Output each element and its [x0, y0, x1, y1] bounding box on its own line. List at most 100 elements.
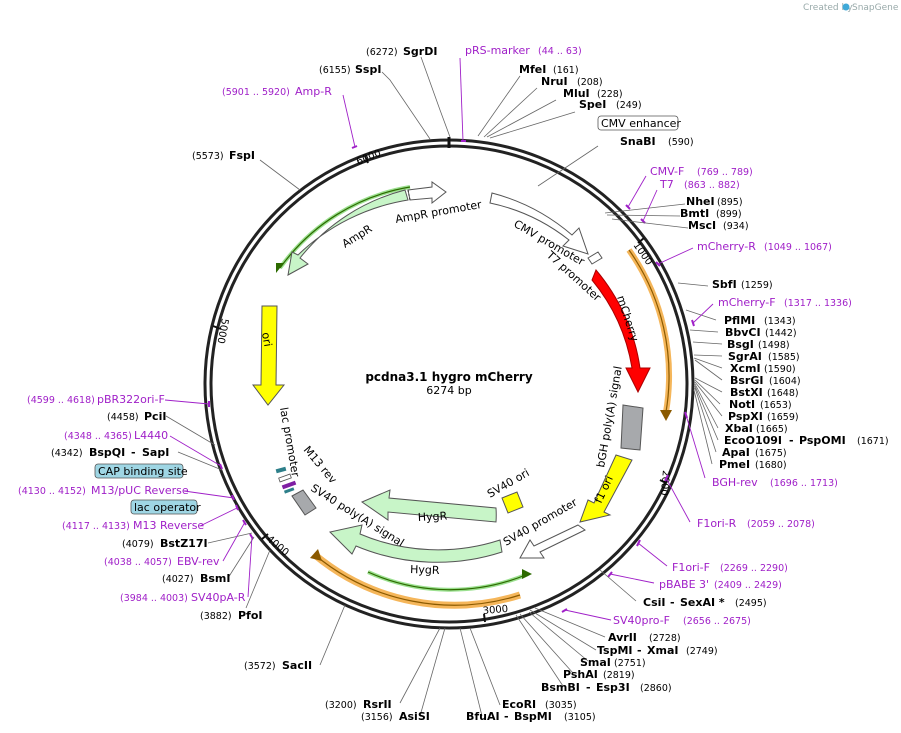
svg-text:BspQI: BspQI: [89, 446, 125, 459]
svg-text:BsrGI: BsrGI: [730, 374, 763, 387]
svg-text:(4027): (4027): [162, 574, 194, 585]
m13rev-label: M13 rev: [301, 444, 340, 487]
ampr-arrow: [287, 189, 409, 276]
enzyme-pmei: PmeI(1680): [719, 458, 787, 471]
enzyme-rsrii: (3200)RsrII: [325, 698, 392, 711]
enzyme-leaders: [165, 56, 723, 717]
enzyme-nrui: NruI (208): [541, 75, 603, 88]
svg-text:NruI: NruI: [541, 75, 568, 88]
svg-text:(3156): (3156): [361, 712, 393, 723]
enzyme-bspqi: (4342)BspQI-SapI: [51, 446, 169, 459]
enzyme-smai: SmaI(2751): [580, 656, 646, 669]
svg-text:Esp3I: Esp3I: [596, 681, 630, 694]
svg-text:(1648): (1648): [767, 388, 799, 399]
svg-text:-: -: [670, 596, 675, 609]
plasmid-name: pcdna3.1 hygro mCherry: [365, 370, 532, 384]
enzyme-apai: ApaI(1675): [722, 446, 787, 459]
svg-text:(4130 .. 4152): (4130 .. 4152): [18, 486, 86, 497]
primer-mcherry-r: mCherry-R(1049 .. 1067): [697, 240, 832, 253]
svg-text:M13 Reverse: M13 Reverse: [133, 519, 204, 532]
primer-leaders: [164, 57, 714, 621]
svg-text:SacII: SacII: [282, 659, 312, 672]
svg-text:SbfI: SbfI: [712, 278, 737, 291]
svg-text:(2819): (2819): [603, 670, 635, 681]
enzyme-sbfi: SbfI(1259): [712, 278, 773, 291]
svg-text:XbaI: XbaI: [725, 422, 753, 435]
enzyme-bfuai: BfuAI-BspMI(3105): [466, 710, 596, 723]
plasmid-length: 6274 bp: [426, 384, 471, 397]
svg-text:(208): (208): [577, 77, 603, 88]
svg-text:(6155): (6155): [319, 65, 351, 76]
svg-text:SexAI *: SexAI *: [680, 596, 725, 609]
ampr-line-arrowhead: [276, 263, 284, 273]
t7-promoter-arrow: [587, 251, 603, 265]
mcherry-outer-line: [628, 249, 670, 413]
enzyme-msci: MscI(934): [688, 219, 749, 232]
ampr-label: AmpR: [340, 222, 375, 251]
primer-sv40pa-r: (3984 .. 4003)SV40pA-R: [120, 591, 246, 604]
primer-f1ori-r: F1ori-R(2059 .. 2078): [697, 517, 815, 530]
enzyme-bstz17i: (4079)BstZ17I: [122, 537, 208, 550]
svg-text:(4348 .. 4365): (4348 .. 4365): [64, 431, 132, 442]
svg-text:SgrAI: SgrAI: [728, 350, 762, 363]
enzyme-nhei: NheI(895): [686, 195, 743, 208]
svg-text:(895): (895): [717, 197, 743, 208]
hygr-inner-label: HygR: [417, 509, 447, 524]
svg-text:BsgI: BsgI: [727, 338, 754, 351]
primer-pbr322ori-f: (4599 .. 4618)pBR322ori-F: [27, 393, 165, 406]
enzyme-sspi: (6155) SspI: [319, 63, 381, 76]
primer-pbabe3: pBABE 3'(2409 .. 2429): [659, 578, 782, 591]
svg-text:SspI: SspI: [355, 63, 381, 76]
svg-text:L4440: L4440: [134, 429, 168, 442]
svg-text:(1442): (1442): [765, 328, 797, 339]
svg-text:(4342): (4342): [51, 448, 83, 459]
svg-text:CAP binding site: CAP binding site: [98, 465, 188, 478]
svg-text:(249): (249): [616, 100, 642, 111]
sv40-promoter-arrow: [519, 524, 586, 559]
enzyme-bsmi: (4027)BsmI: [162, 572, 231, 585]
svg-text:(1671): (1671): [857, 436, 889, 447]
svg-text:(2059 .. 2078): (2059 .. 2078): [747, 519, 815, 530]
enzyme-pspxi: PspXI(1659): [728, 410, 799, 423]
enzyme-noti: NotI(1653): [729, 398, 792, 411]
svg-text:Amp-R: Amp-R: [295, 85, 332, 98]
lac-region: [275, 466, 297, 494]
svg-text:(4038 .. 4057): (4038 .. 4057): [104, 557, 172, 568]
svg-text:(1343): (1343): [764, 316, 796, 327]
svg-text:(1680): (1680): [755, 460, 787, 471]
primer-ebv-rev: (4038 .. 4057)EBV-rev: [104, 555, 220, 568]
enzyme-pfoi: (3882)PfoI: [200, 609, 263, 622]
hygr-outer-label: HygR: [410, 563, 440, 577]
enzyme-snabi: SnaBI(590): [620, 135, 694, 148]
svg-text:BstXI: BstXI: [730, 386, 763, 399]
tick-label-3000: 3000: [482, 604, 508, 617]
enzyme-sgrdi: (6272)SgrDI: [366, 45, 437, 58]
svg-text:(934): (934): [723, 221, 749, 232]
svg-text:PshAI: PshAI: [563, 668, 598, 681]
primer-m13puc-reverse: (4130 .. 4152)M13/pUC Reverse: [18, 484, 189, 497]
bgh-polya-box: [620, 404, 644, 451]
ampr-promoter-arrow: [407, 181, 447, 205]
svg-text:BGH-rev: BGH-rev: [712, 476, 758, 489]
svg-text:(2860): (2860): [640, 683, 672, 694]
enzyme-bsgi: BsgI(1498): [727, 338, 790, 351]
tick-label-6000: 6000: [355, 148, 383, 168]
svg-text:XmaI: XmaI: [647, 644, 678, 657]
ampr-divider: [407, 189, 411, 201]
svg-text:(3572): (3572): [244, 661, 276, 672]
ori-label: ori: [259, 331, 274, 347]
enzyme-bbvci: BbvCI(1442): [725, 326, 797, 339]
mcherry-outer-arrowhead: [660, 410, 672, 421]
svg-text:(4117 .. 4133): (4117 .. 4133): [62, 521, 130, 532]
svg-text:(4599 .. 4618): (4599 .. 4618): [27, 395, 95, 406]
svg-text:CMV enhancer: CMV enhancer: [601, 117, 681, 130]
svg-text:(863 .. 882): (863 .. 882): [684, 180, 740, 191]
primer-amp-r: (5901 .. 5920)Amp-R: [222, 85, 332, 98]
svg-text:ApaI: ApaI: [722, 446, 750, 459]
hygr-inner-arrow: [360, 489, 497, 523]
svg-text:(1696 .. 1713): (1696 .. 1713): [770, 478, 838, 489]
svg-text:BfuAI: BfuAI: [466, 710, 500, 723]
enzyme-pflmi: PflMI(1343): [724, 314, 796, 327]
svg-text:lac operator: lac operator: [134, 501, 201, 514]
svg-text:(5573): (5573): [192, 151, 224, 162]
